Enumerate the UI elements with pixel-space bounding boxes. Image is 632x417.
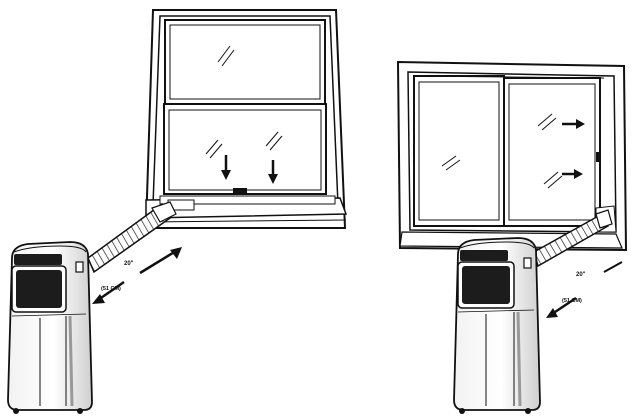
front-grille — [462, 266, 510, 304]
airflow-arrow-icon — [221, 155, 231, 180]
portable-air-conditioner — [453, 237, 541, 414]
portable-air-conditioner — [7, 241, 93, 414]
clearance-label: 20" — [124, 261, 134, 267]
hose-window-adapter — [595, 209, 613, 229]
exhaust-hose — [87, 201, 177, 274]
side-vent — [523, 257, 532, 269]
control-panel — [14, 254, 62, 265]
glass-reflection-marks — [441, 113, 563, 189]
front-grille — [16, 270, 62, 308]
caster-wheel — [13, 408, 19, 414]
distance-arrow-icon — [92, 280, 125, 304]
airflow-arrow-icon — [268, 160, 278, 184]
upper-glass — [169, 24, 321, 100]
hose-window-adapter — [151, 201, 177, 223]
caster-wheel — [459, 408, 465, 414]
double-hung-window — [144, 9, 348, 229]
side-vent — [75, 261, 84, 273]
caster-wheel — [77, 408, 83, 414]
sash-lock — [233, 188, 247, 193]
clearance-arrow-icon — [603, 261, 623, 273]
window-kit-panel — [159, 195, 336, 205]
glass-reflection-marks — [205, 45, 283, 159]
exhaust-hose — [533, 209, 613, 268]
clearance-arrow-icon — [139, 247, 182, 275]
caster-wheel — [525, 408, 531, 414]
control-panel — [460, 250, 508, 261]
distance-label: (51 CM) — [101, 286, 121, 292]
window-handle — [596, 152, 599, 162]
airflow-arrow-icon — [562, 119, 585, 129]
airflow-arrow-icon — [562, 169, 583, 179]
lower-glass — [168, 109, 322, 191]
clearance-label: 20" — [576, 272, 586, 278]
distance-arrow-icon — [546, 296, 577, 318]
distance-label: (51 CM) — [562, 298, 582, 304]
